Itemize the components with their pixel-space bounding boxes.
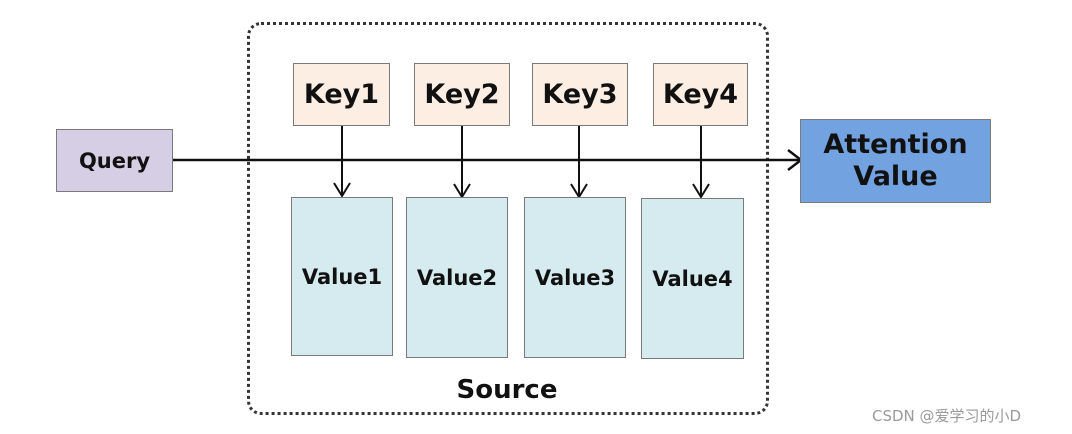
key-label: Key3 (542, 79, 618, 110)
key-box: Key2 (414, 63, 510, 126)
query-label: Query (78, 148, 151, 173)
value-label: Value3 (534, 265, 616, 290)
source-group-border (247, 22, 769, 415)
value-box: Value1 (291, 197, 393, 356)
value-label: Value4 (652, 266, 733, 291)
query-box: Query (56, 129, 173, 192)
key-box: Key1 (293, 63, 390, 126)
attention-label-line2: Value (853, 161, 938, 192)
value-box: Value4 (641, 198, 744, 359)
key-box: Key3 (532, 63, 628, 126)
key-label: Key1 (303, 79, 380, 110)
key-label: Key4 (662, 79, 739, 110)
watermark-text: CSDN @爱学习的小D (872, 407, 1022, 425)
value-label: Value2 (416, 265, 498, 290)
key-label: Key2 (424, 79, 500, 110)
key-box: Key4 (653, 63, 748, 126)
source-label: Source (456, 375, 558, 405)
value-box: Value3 (524, 197, 626, 358)
value-label: Value1 (301, 264, 383, 289)
value-box: Value2 (406, 197, 508, 358)
attention-value-box: Attention Value (800, 119, 991, 203)
attention-label-line1: Attention (823, 129, 968, 160)
